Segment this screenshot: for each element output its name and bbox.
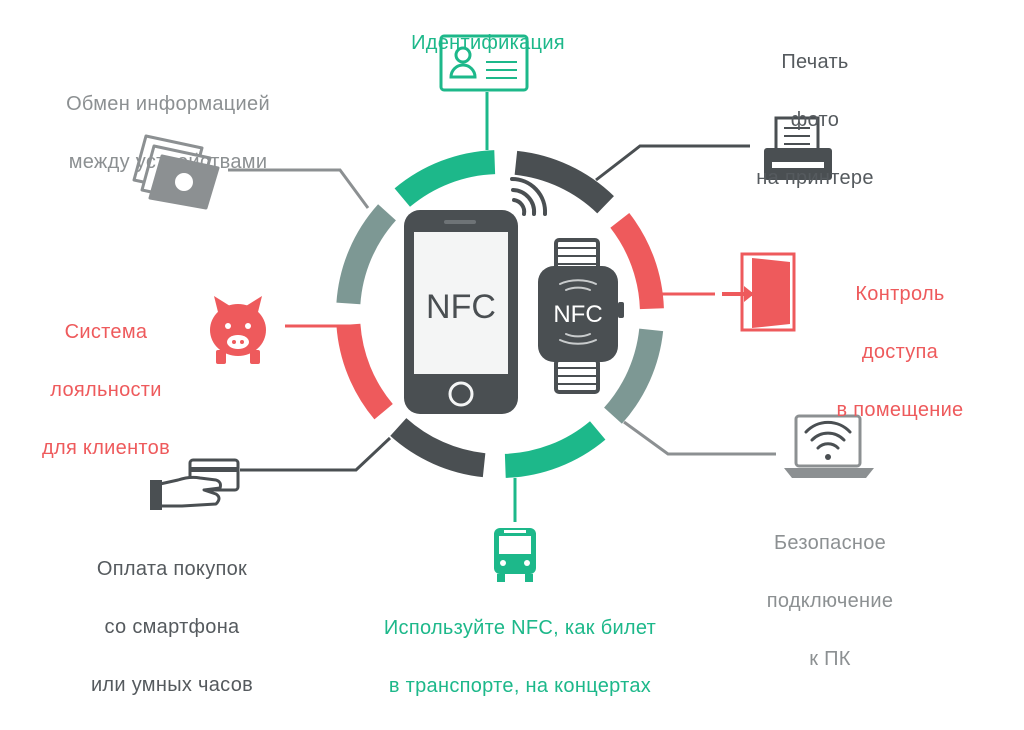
bus-icon <box>494 528 536 582</box>
label-access-control: Контроль доступа в помещение <box>810 251 990 454</box>
label-loyalty: Система лояльности для клиентов <box>16 289 196 492</box>
ring-segment-payment <box>390 417 486 478</box>
label-line: со смартфона <box>104 616 240 638</box>
label-line: Безопасное <box>773 532 887 554</box>
money-transfer-icon <box>132 134 220 210</box>
connector-payment <box>240 436 392 472</box>
label-payment: Оплата покупок со смартфона или умных ча… <box>62 526 282 729</box>
ring-segment-data-exchange <box>336 204 397 305</box>
piggy-bank-icon <box>210 296 266 364</box>
connector-photo-print <box>595 144 750 182</box>
label-line: в помещение <box>836 399 964 421</box>
ring <box>336 150 664 478</box>
label-line: подключение <box>766 590 894 612</box>
nfc-diagram: NFC NFC <box>132 34 874 582</box>
label-line: Используйте NFC, как билет <box>383 617 657 639</box>
nfc-signal-icon <box>510 176 548 216</box>
watch-nfc-label: NFC <box>553 301 602 328</box>
label-line: между устройствами <box>68 151 268 173</box>
label-line: к ПК <box>809 648 851 670</box>
label-identification: Идентификация <box>388 0 588 87</box>
label-data-exchange: Обмен информацией между устройствами <box>28 61 308 206</box>
label-line: Контроль <box>855 283 945 305</box>
connector-lines <box>228 92 776 522</box>
id-card-icon <box>439 34 529 92</box>
phone-nfc-label: NFC <box>426 288 496 326</box>
label-line: фото <box>790 109 840 131</box>
label-line: Обмен информацией <box>66 93 270 115</box>
ring-segment-pc-connection <box>603 328 664 424</box>
label-transport-ticket: Используйте NFC, как билет в транспорте,… <box>340 585 700 730</box>
label-line: Оплата покупок <box>96 558 248 580</box>
label-line: или умных часов <box>90 674 254 696</box>
label-pc-connection: Безопасное подключение к ПК <box>740 500 920 703</box>
ring-segment-loyalty <box>336 323 393 420</box>
label-photo-print: Печать фото на принтере <box>740 19 890 222</box>
ring-segment-photo-print <box>514 150 614 214</box>
connector-pc-connection <box>623 420 776 456</box>
label-line: Система <box>64 321 148 343</box>
ring-segment-identification <box>394 150 496 207</box>
smartwatch-icon: NFC <box>538 238 624 394</box>
label-line: на принтере <box>756 167 874 189</box>
label-line: Идентификация <box>411 32 565 54</box>
phone-icon: NFC <box>404 210 518 414</box>
label-line: в транспорте, на концертах <box>388 675 652 697</box>
connector-data-exchange <box>228 168 370 209</box>
door-enter-icon <box>722 252 796 332</box>
printer-icon <box>764 116 832 180</box>
ring-segment-transport <box>504 421 606 478</box>
label-line: Печать <box>781 51 849 73</box>
ring-segment-access-control <box>610 213 664 310</box>
label-line: для клиентов <box>42 437 170 459</box>
label-line: доступа <box>861 341 939 363</box>
laptop-wifi-icon <box>784 414 874 478</box>
hand-card-icon <box>150 458 240 510</box>
label-line: лояльности <box>50 379 162 401</box>
